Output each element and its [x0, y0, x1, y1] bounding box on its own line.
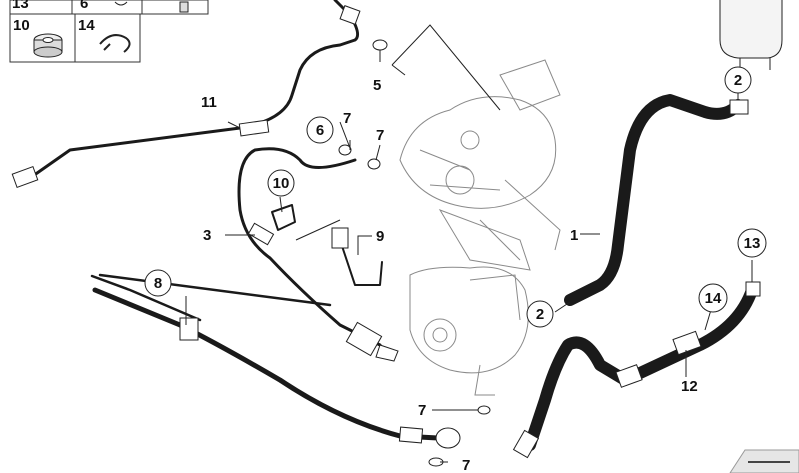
- nut-part-image: [33, 33, 63, 58]
- callout-8: 8: [154, 275, 162, 292]
- hose-line-8: [90, 273, 461, 449]
- bracket-9-image: [331, 227, 383, 286]
- inset-label-14: 14: [78, 17, 95, 34]
- parts-inset: 13 6 10 14: [9, 0, 209, 63]
- callout-11: 11: [201, 94, 217, 111]
- return-hose-12: [512, 284, 758, 459]
- hose-clamps-image: [729, 99, 761, 297]
- callout-10-circle: 10: [267, 169, 295, 197]
- hose-clamp-part-image: [114, 1, 128, 6]
- clamp-10-image: [271, 204, 296, 231]
- callout-6-circle: 6: [306, 116, 334, 144]
- callout-2a: 2: [734, 72, 742, 89]
- callout-2b-circle: 2: [526, 300, 554, 328]
- clip-part-image: [99, 34, 131, 53]
- callout-7d: 7: [462, 457, 470, 473]
- callout-14: 14: [705, 290, 722, 307]
- suction-hose-1: [564, 94, 744, 306]
- callout-2b: 2: [536, 306, 544, 323]
- reservoir-image: [719, 0, 783, 70]
- callout-13-circle: 13: [737, 228, 767, 258]
- callout-9: 9: [376, 228, 384, 245]
- callout-12: 12: [681, 378, 698, 395]
- return-line-3: [237, 147, 399, 362]
- o-rings-image: [338, 39, 491, 467]
- leader-lines: [185, 24, 753, 463]
- screw-part-image: [179, 1, 189, 13]
- steering-gear-image: [399, 59, 561, 271]
- inset-label-13: 13: [12, 0, 29, 12]
- callout-6: 6: [316, 122, 324, 139]
- inset-label-6: 6: [80, 0, 88, 12]
- callout-7b: 7: [376, 127, 384, 144]
- callout-5: 5: [373, 77, 381, 94]
- callout-8-circle: 8: [144, 269, 172, 297]
- pressure-line-11: [11, 0, 361, 188]
- callout-14-circle: 14: [698, 283, 728, 313]
- callout-2a-circle: 2: [724, 66, 752, 94]
- inset-label-10: 10: [13, 17, 30, 34]
- callout-7c: 7: [418, 402, 426, 419]
- callout-1: 1: [570, 227, 578, 244]
- callout-3: 3: [203, 227, 211, 244]
- callout-7a: 7: [343, 110, 351, 127]
- corner-tab: [729, 449, 799, 473]
- callout-10: 10: [273, 175, 290, 192]
- callout-13: 13: [744, 235, 761, 252]
- steering-pump-image: [409, 266, 529, 396]
